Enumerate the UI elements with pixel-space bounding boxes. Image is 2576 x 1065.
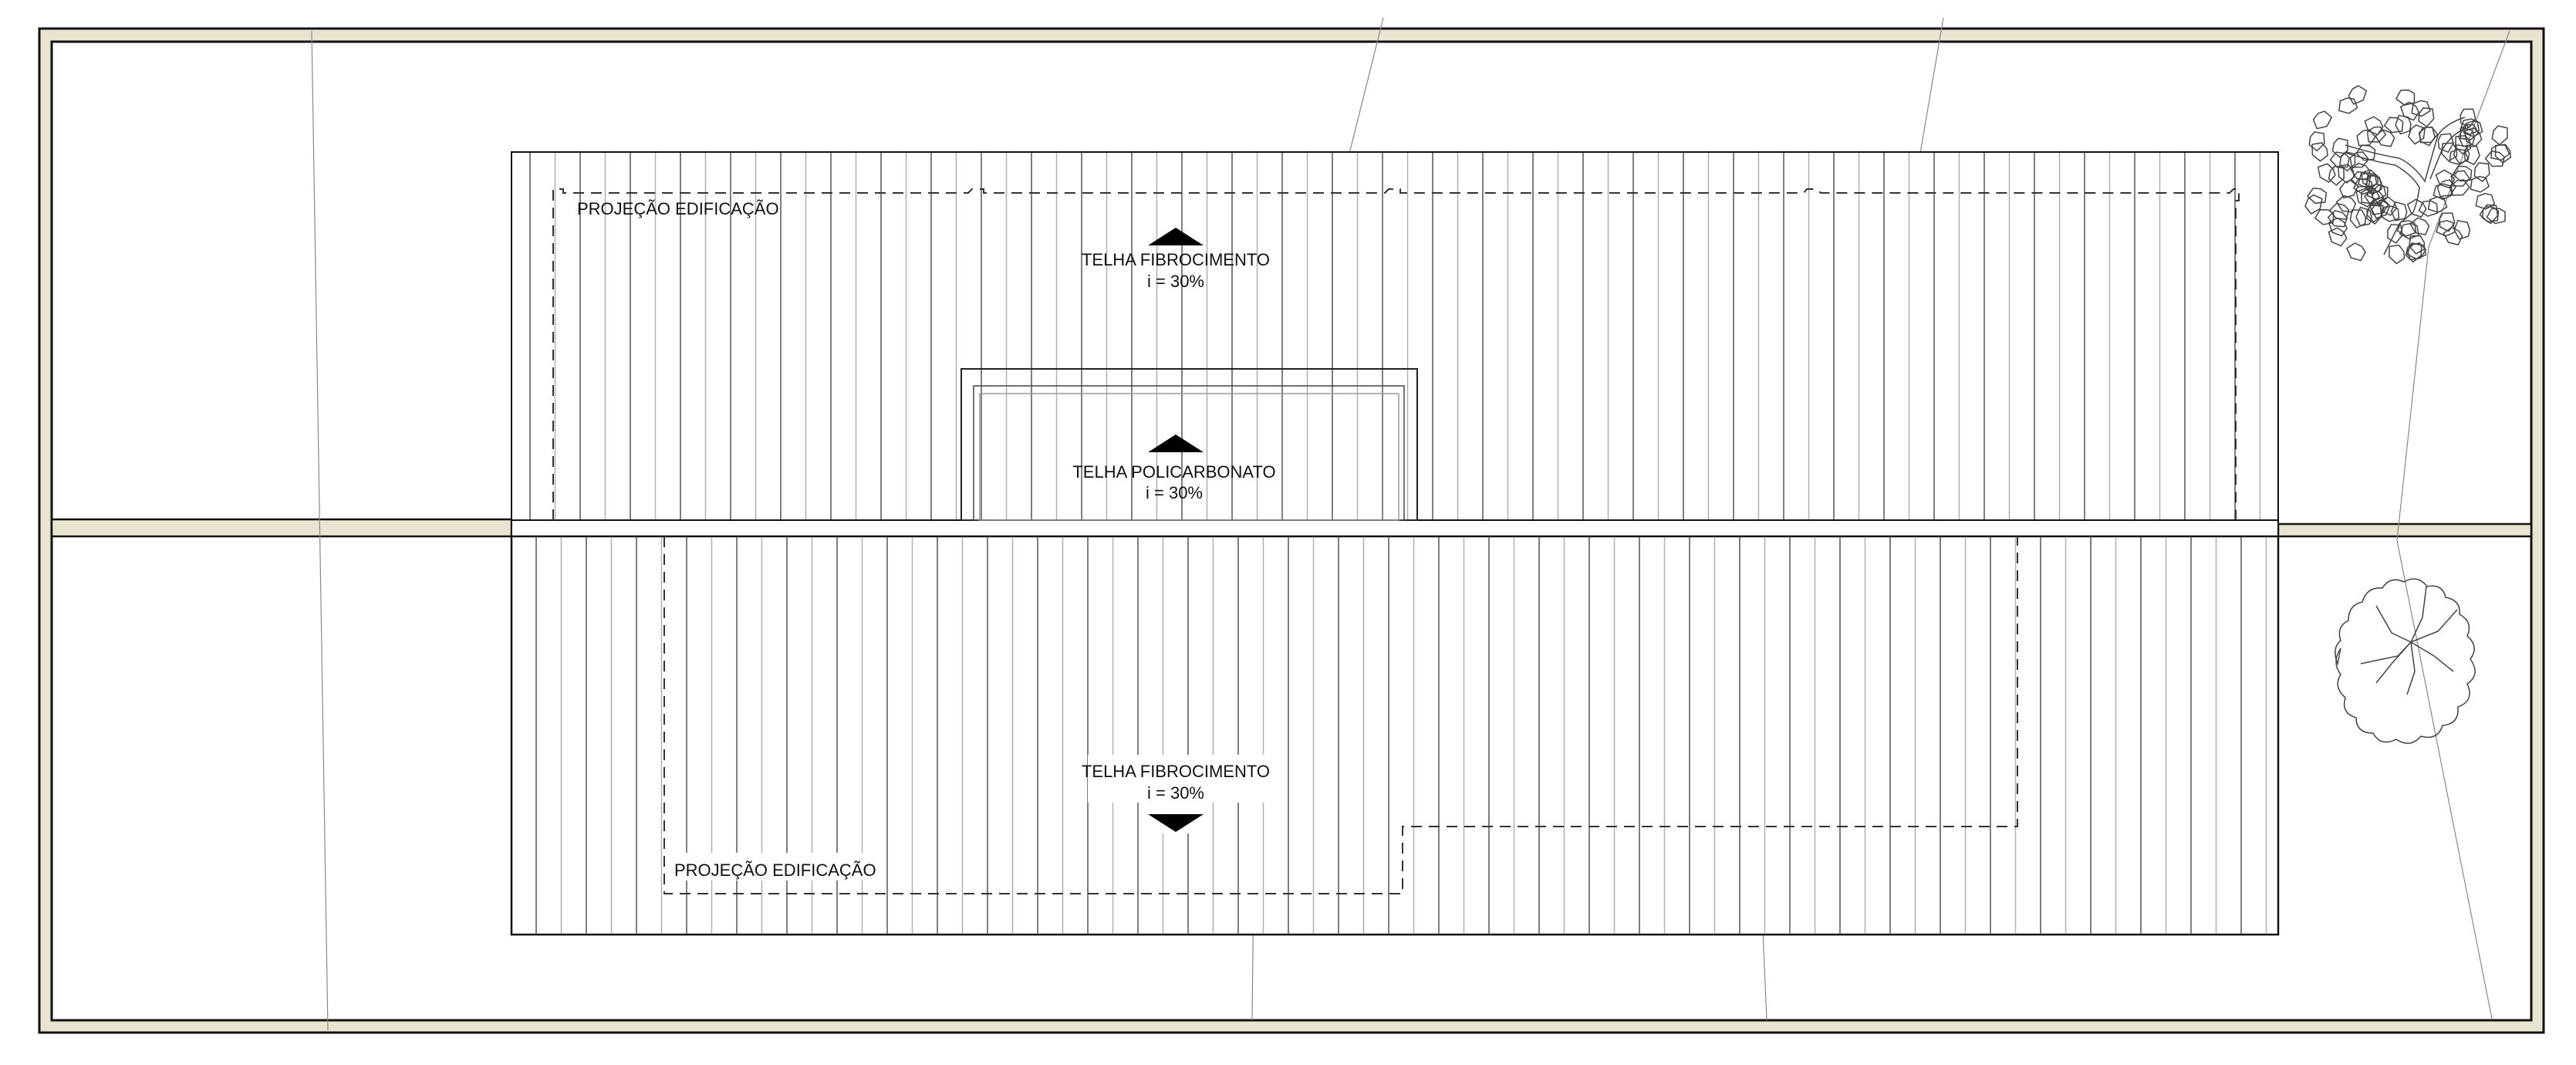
- upper-roof: [511, 151, 2279, 521]
- slope-arrow-up-icon: [1148, 434, 1204, 452]
- leaf-shape: [2486, 208, 2506, 225]
- leaf-shape: [2406, 198, 2427, 218]
- leaf-shape: [2371, 199, 2391, 219]
- upper-building-projection: [552, 188, 2240, 520]
- leaf-shape: [2379, 205, 2400, 222]
- leaf-shape: [2390, 201, 2408, 221]
- leaf-shape: [2437, 133, 2454, 154]
- leaf-shape: [2411, 100, 2431, 117]
- leaf-shape: [2460, 108, 2476, 128]
- skylight-slope: i = 30%: [1146, 483, 1203, 502]
- leaf-shape: [2346, 242, 2366, 262]
- leaf-shape: [2433, 183, 2453, 201]
- leaf-shape: [2314, 208, 2335, 225]
- leaf-shape: [2396, 220, 2417, 237]
- tree-canopy-icon: [2335, 578, 2476, 744]
- upper-roof-material: TELHA FIBROCIMENTO: [1082, 250, 1270, 269]
- leaf-shape: [2450, 170, 2470, 187]
- leaf-shape: [2409, 235, 2426, 255]
- leaf-shape: [2312, 110, 2333, 130]
- leaf-shape: [2328, 217, 2348, 237]
- leaf-shape: [2338, 179, 2359, 199]
- leaf-shape: [2418, 200, 2439, 217]
- leaf-shape: [2409, 217, 2430, 235]
- ridge-strip: [511, 519, 2279, 537]
- leaf-shape: [2349, 209, 2366, 229]
- svg-text:PROJEÇÃO EDIFICAÇÃO: PROJEÇÃO EDIFICAÇÃO: [674, 860, 876, 880]
- leaf-shape: [2452, 165, 2473, 182]
- leaf-shape: [2338, 164, 2355, 184]
- leaf-shape: [2338, 97, 2358, 114]
- leaf-shape: [2307, 188, 2328, 205]
- leaf-shape: [2418, 106, 2435, 127]
- leaf-shape: [2383, 117, 2404, 134]
- leaf-shape: [2395, 114, 2412, 135]
- leaf-shape: [2460, 123, 2480, 140]
- lower-roof-slope: i = 30%: [1147, 783, 1204, 803]
- leaf-shape: [2490, 144, 2510, 161]
- leaf-shape: [2453, 219, 2471, 240]
- leaf-shape: [2375, 129, 2395, 147]
- leaf-shape: [2418, 126, 2439, 144]
- leaf-shape: [2450, 179, 2470, 196]
- lower-roof-material: TELHA FIBROCIMENTO: [1082, 762, 1270, 781]
- upper-roof-tile-lines: [529, 153, 2261, 520]
- leaf-shape: [2399, 101, 2420, 121]
- leaf-shape: [2378, 196, 2398, 216]
- leaf-shape: [2406, 242, 2427, 260]
- skylight-polycarbonate: [961, 368, 1418, 521]
- leaf-shape: [2435, 169, 2456, 189]
- skylight-annotation: TELHA POLICARBONATO i = 30%: [1072, 434, 1276, 502]
- leaf-shape: [2331, 137, 2348, 158]
- slope-arrow-up-icon: [1148, 228, 1204, 245]
- leaf-shape: [2479, 206, 2500, 223]
- leaf-shape: [2355, 144, 2376, 161]
- leaf-shape: [2484, 150, 2505, 167]
- leaf-shape: [2356, 129, 2376, 147]
- lower-roof-annotation: TELHA FIBROCIMENTO i = 30%: [1082, 755, 1270, 833]
- leaf-shape: [2328, 202, 2350, 220]
- leaf-shape: [2443, 226, 2463, 245]
- leaf-shape: [2365, 175, 2382, 195]
- slope-arrow-down-icon: [1148, 814, 1204, 832]
- upper-roof-slope: i = 30%: [1147, 272, 1204, 291]
- leaf-shape: [2475, 193, 2496, 210]
- leaf-shape: [2308, 131, 2325, 152]
- leaf-shape: [2329, 151, 2350, 168]
- leaf-shape: [2473, 162, 2490, 183]
- leaf-shape: [2328, 227, 2348, 247]
- svg-text:PROJEÇÃO EDIFICAÇÃO: PROJEÇÃO EDIFICAÇÃO: [577, 199, 779, 218]
- leaf-shape: [2366, 202, 2384, 223]
- leaf-shape: [2355, 206, 2372, 227]
- leaf-shape: [2389, 245, 2406, 265]
- leaf-shape: [2371, 184, 2389, 205]
- leaf-shape: [2317, 163, 2336, 183]
- leaf-shape: [2327, 210, 2348, 228]
- leaf-shape: [2387, 224, 2403, 244]
- leaf-shape: [2454, 134, 2472, 155]
- lower-roof-tile-lines: [535, 537, 2267, 934]
- skylight-material: TELHA POLICARBONATO: [1072, 462, 1275, 482]
- tree-leafy-icon: [2304, 85, 2511, 265]
- upper-roof-annotation: TELHA FIBROCIMENTO i = 30%: [1082, 228, 1270, 291]
- leaf-shape: [2453, 144, 2470, 164]
- leaf-shape: [2439, 212, 2456, 232]
- leaf-shape: [2366, 126, 2387, 143]
- leaf-shape: [2482, 204, 2499, 225]
- lower-projection-label: PROJEÇÃO EDIFICAÇÃO: [670, 853, 886, 881]
- leaf-shape: [2436, 179, 2457, 198]
- leaf-shape: [2458, 127, 2476, 147]
- upper-projection-label: PROJEÇÃO EDIFICAÇÃO: [577, 199, 779, 218]
- leaf-shape: [2470, 176, 2490, 193]
- leaf-shape: [2348, 85, 2368, 105]
- leaf-shape: [2311, 142, 2328, 162]
- leaf-shape: [2463, 127, 2483, 147]
- leaf-shape: [2304, 194, 2323, 215]
- leaf-shape: [2357, 172, 2378, 189]
